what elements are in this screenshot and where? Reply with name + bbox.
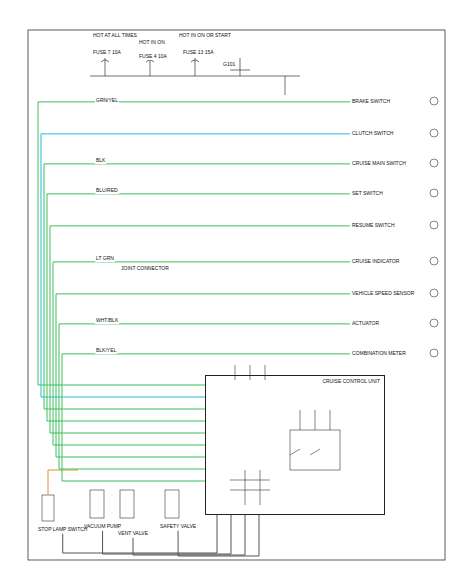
component-name: CRUISE INDICATOR bbox=[352, 259, 399, 265]
wire-color: BLK bbox=[95, 158, 106, 164]
component-name: RESUME SWITCH bbox=[352, 223, 395, 229]
component-name: SAFETY VALVE bbox=[160, 524, 196, 530]
wire bbox=[41, 134, 350, 397]
component-label: CRUISE INDICATOR bbox=[350, 258, 401, 266]
component-label: SAFETY VALVE bbox=[158, 523, 198, 531]
component-label: COMBINATION METER bbox=[350, 350, 408, 358]
circuit-note: JOINT CONNECTOR bbox=[120, 266, 170, 272]
component-label: VACUUM PUMP bbox=[82, 523, 123, 531]
wire bbox=[178, 515, 259, 556]
wire bbox=[63, 515, 217, 553]
component-symbols bbox=[430, 97, 438, 357]
circuit-note: FUSE 13 15A bbox=[182, 50, 215, 56]
component-label: STOP LAMP SWITCH bbox=[36, 526, 89, 534]
circuit-note: HOT AT ALL TIMES bbox=[92, 33, 138, 39]
wire-color: WHT/BLK bbox=[95, 318, 119, 324]
component-name: ACTUATOR bbox=[352, 321, 379, 327]
circuit-note: G101 bbox=[222, 62, 236, 68]
component-name: VACUUM PUMP bbox=[84, 524, 121, 530]
component-label: ACTUATOR bbox=[350, 320, 381, 328]
component-name: BRAKE SWITCH bbox=[352, 99, 390, 105]
component-name: CRUISE MAIN SWITCH bbox=[352, 161, 406, 167]
component-name: SET SWITCH bbox=[352, 191, 383, 197]
component-label: CRUISE MAIN SWITCH bbox=[350, 160, 408, 168]
wire-color: GRN/YEL bbox=[95, 98, 119, 104]
component-name: CLUTCH SWITCH bbox=[352, 131, 393, 137]
power-feeds bbox=[90, 58, 300, 95]
component-label: VEHICLE SPEED SENSOR bbox=[350, 290, 416, 298]
wire bbox=[103, 515, 231, 554]
wire bbox=[44, 164, 350, 409]
frame bbox=[28, 30, 445, 560]
wire bbox=[50, 226, 350, 433]
component-name: COMBINATION METER bbox=[352, 351, 406, 357]
component-name: CRUISE CONTROL UNIT bbox=[210, 379, 380, 385]
circuit-note: HOT IN ON bbox=[138, 40, 166, 46]
component-label: RESUME SWITCH bbox=[350, 222, 397, 230]
circuit-note: HOT IN ON OR START bbox=[178, 33, 232, 39]
module-internals bbox=[230, 365, 340, 505]
component-label: SET SWITCH bbox=[350, 190, 385, 198]
circuit-note: FUSE 7 10A bbox=[92, 50, 122, 56]
orange-wire bbox=[48, 470, 78, 495]
sensor-symbols bbox=[42, 490, 179, 521]
component-name: VENT VALVE bbox=[118, 531, 148, 537]
wire bbox=[62, 354, 350, 481]
wire-color: LT GRN bbox=[95, 256, 115, 262]
wire-color: BLK/YEL bbox=[95, 348, 117, 354]
wire bbox=[47, 194, 350, 421]
component-label: CLUTCH SWITCH bbox=[350, 130, 395, 138]
wire bbox=[133, 515, 245, 555]
component-name: STOP LAMP SWITCH bbox=[38, 527, 87, 533]
circuit-note: FUSE 4 10A bbox=[138, 54, 168, 60]
component-label: BRAKE SWITCH bbox=[350, 98, 392, 106]
component-name: VEHICLE SPEED SENSOR bbox=[352, 291, 414, 297]
wire-color: BLU/RED bbox=[95, 188, 119, 194]
component-label: VENT VALVE bbox=[116, 530, 150, 538]
control-module: CRUISE CONTROL UNIT bbox=[205, 375, 385, 515]
wire bbox=[38, 102, 350, 385]
